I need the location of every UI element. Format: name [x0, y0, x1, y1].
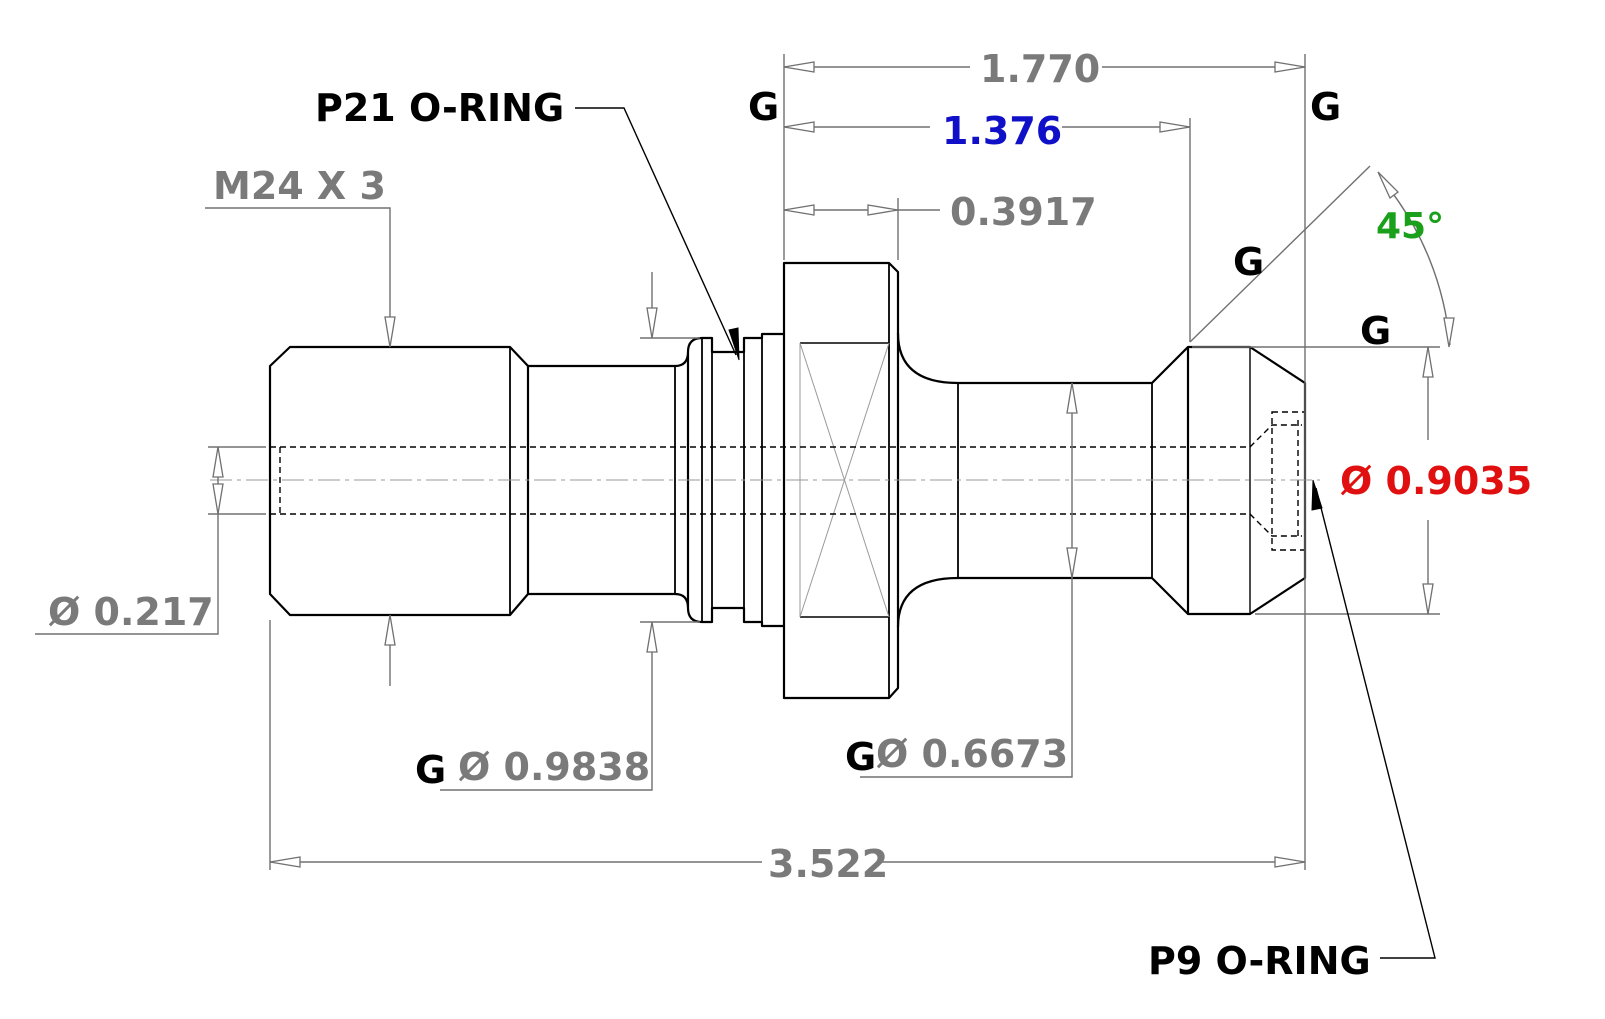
dim-overall-length: 3.522	[768, 842, 888, 886]
o-ring-leaders	[575, 107, 1436, 959]
o-ring-groove	[686, 332, 784, 628]
hidden-features	[270, 411, 1306, 551]
label-p21-o-ring: P21 O-RING	[315, 86, 564, 130]
gdt-mark-right-top: G	[1310, 85, 1341, 129]
dimension-arrows	[212, 61, 1455, 868]
dim-flange-width: 0.3917	[950, 190, 1097, 234]
dim-bore-diameter: Ø 0.217	[48, 590, 214, 634]
dim-groove-diameter: Ø 0.9838	[458, 745, 650, 789]
dim-angle: 45°	[1376, 206, 1444, 247]
dim-length-1376: 1.376	[942, 109, 1062, 153]
dim-length-1770: 1.770	[980, 47, 1100, 91]
label-thread-spec: M24 X 3	[213, 164, 386, 208]
threaded-shank	[268, 345, 530, 617]
label-p9-o-ring: P9 O-RING	[1148, 939, 1371, 983]
gdt-mark-neck: G	[845, 735, 876, 779]
dim-head-diameter: Ø 0.9035	[1340, 459, 1532, 503]
gdt-mark-groove: G	[415, 748, 446, 792]
dim-neck-diameter: Ø 0.6673	[876, 732, 1068, 776]
gdt-mark-chamfer: G	[1233, 240, 1264, 284]
gdt-mark-left-top: G	[748, 85, 779, 129]
gdt-mark-head-face: G	[1360, 309, 1391, 353]
labels: P21 O-RING M24 X 3 P9 O-RING 1.770 1.376…	[48, 47, 1532, 983]
